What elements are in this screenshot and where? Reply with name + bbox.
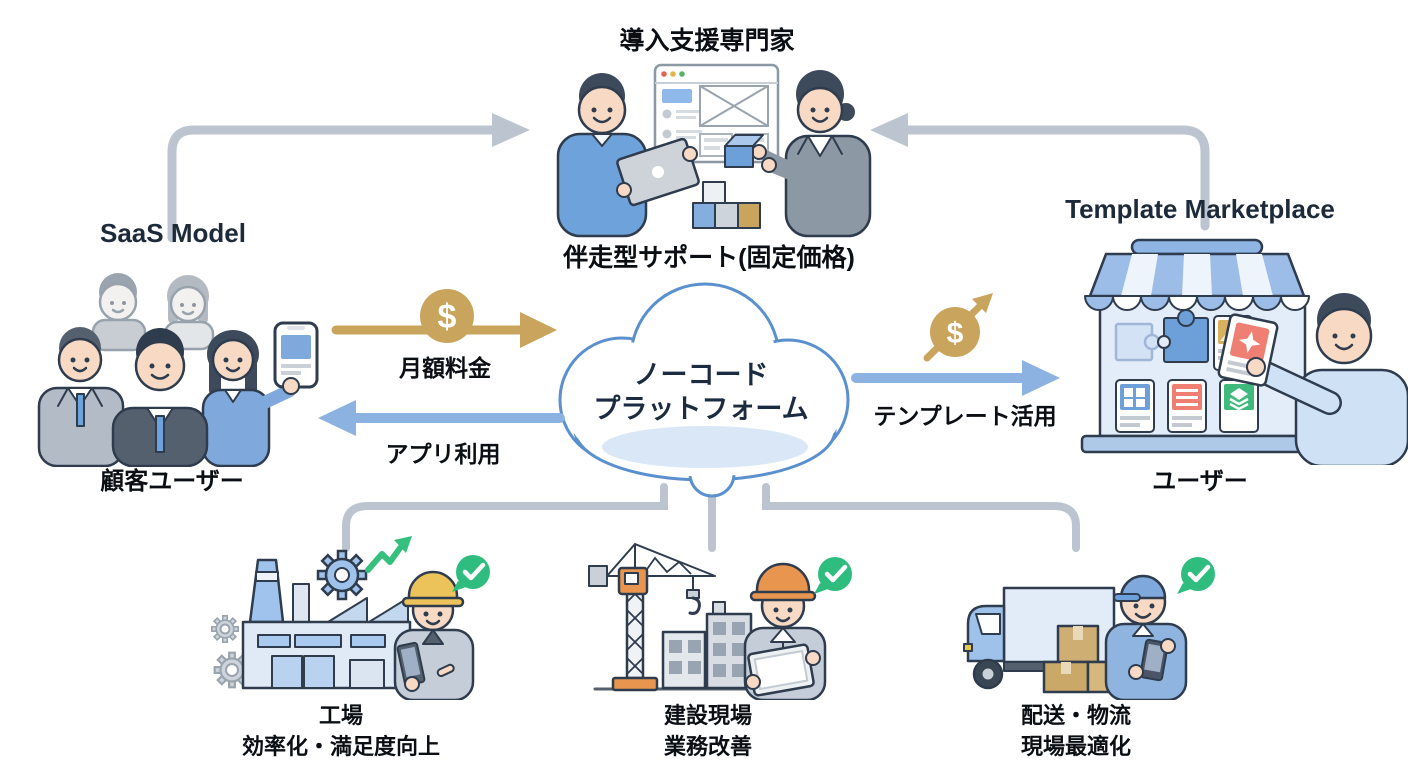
template-use-label: テンプレート活用 [873,403,1057,429]
monthly-fee-label: 月額料金 [399,355,491,381]
top-specialist-title: 導入支援専門家 [619,27,795,55]
construction-caption: 建設現場 業務改善 [664,700,752,762]
logistics-caption: 配送・物流 現場最適化 [1021,700,1131,762]
smartphone-icon [273,321,319,395]
factory-caption-line1: 工場 [318,703,364,728]
puzzle-icons [1114,309,1209,363]
arrow-monthly-fee: $ [331,289,557,348]
phone-icon [1139,638,1169,682]
cube-icon [724,134,764,168]
dollar-coin-growth-icon: $ [923,293,993,362]
dollar-sign: $ [438,298,457,336]
check-icon [814,557,852,594]
factory-building [241,558,412,690]
logistics-caption-line1: 配送・物流 [1020,703,1132,728]
growth-arrow-icon [365,536,412,573]
construction-building [661,601,753,690]
construction-caption-line2: 業務改善 [663,734,753,759]
factory-illustration [210,536,490,700]
cloud-label: ノーコード プラットフォーム [593,358,808,426]
dollar-coin-icon: $ [420,289,474,343]
back-row-man [91,273,147,352]
storefront [1080,238,1324,454]
arrow-marketplace-to-specialist [870,113,1210,231]
arrow-saas-to-specialist [167,113,530,243]
saas-model-title: SaaS Model [100,218,246,248]
marketplace-title: Template Marketplace [1065,194,1335,224]
construction-worker [743,562,827,700]
gear-icon [210,549,368,689]
dollar-sign: $ [947,317,964,350]
marketplace-user [1217,293,1408,465]
delivery-worker [1104,574,1188,700]
specialist-man [556,73,700,238]
crane [588,543,716,692]
cloud-shape [558,282,850,498]
construction-caption-line1: 建設現場 [663,703,753,728]
construction-illustration [588,543,852,700]
factory-caption-line2: 効率化・満足度向上 [241,734,441,759]
specialist-woman [751,70,872,238]
front-woman-blue [201,330,296,467]
marketplace-users-caption: ユーザー [1152,468,1248,495]
building-blocks-icon [692,181,761,229]
template-cards [1115,315,1259,433]
front-man-dark-suit [111,328,209,467]
customer-users-caption: 顧客ユーザー [100,468,244,495]
marketplace-illustration [1080,238,1408,465]
cloud-label-line2: プラットフォーム [593,394,809,424]
arrow-app-usage [318,400,565,436]
arrow-template-use: $ [851,293,1060,396]
tablet-icon [747,643,815,697]
factory-worker [393,570,475,700]
app-usage-label: アプリ利用 [385,441,501,467]
factory-caption: 工場 効率化・満足度向上 [242,700,440,762]
cloud-label-line1: ノーコード [633,360,769,390]
check-icon [1177,557,1215,594]
support-caption: 伴走型サポート(固定価格) [563,244,855,272]
phone-icon [396,641,426,687]
customer-group-illustration [37,273,319,467]
check-icon [452,555,490,592]
logistics-caption-line2: 現場最適化 [1020,734,1132,759]
specialists-illustration [556,63,872,238]
logistics-illustration [963,557,1215,700]
